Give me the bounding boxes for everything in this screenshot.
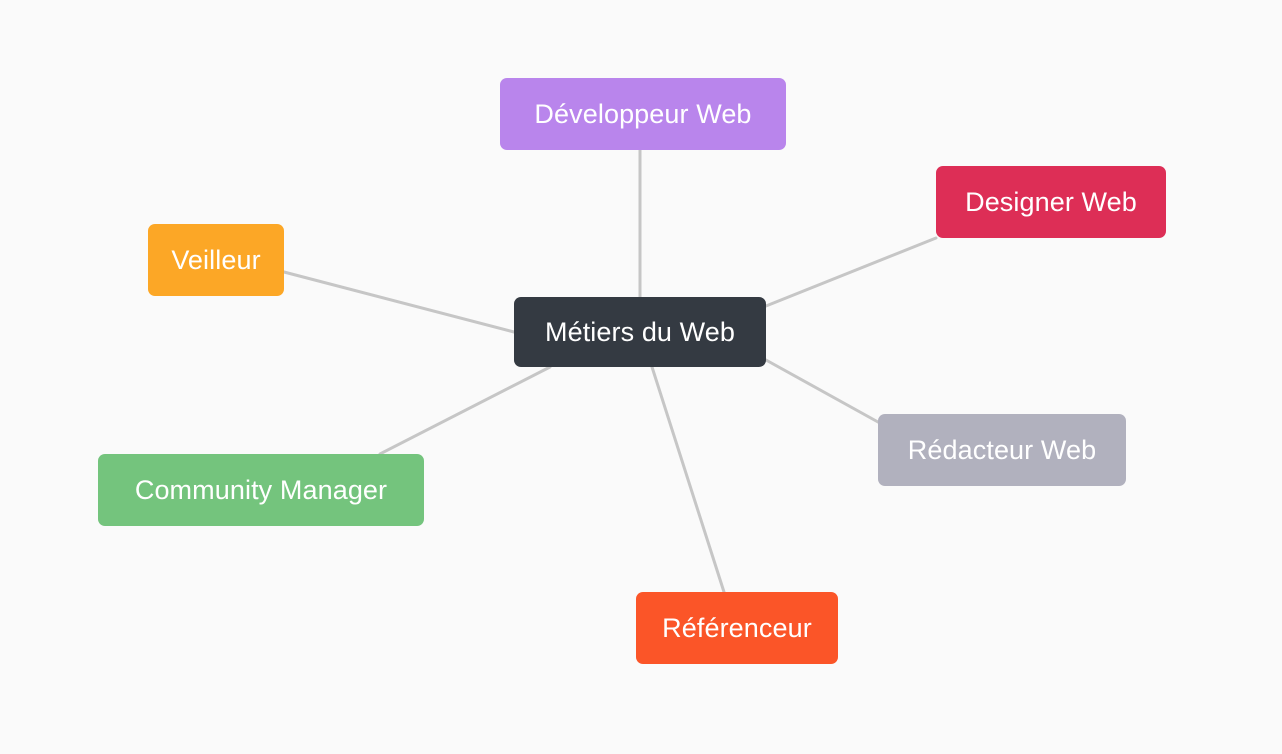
edge-group [282,148,938,594]
mindmap-node-designer-web[interactable]: Designer Web [936,166,1166,238]
mindmap-root-node-label: Métiers du Web [545,316,735,347]
mindmap-node-developpeur-web-label: Développeur Web [534,98,752,129]
mindmap-root-node[interactable]: Métiers du Web [514,297,766,367]
edge-root-to-veilleur [282,270,516,334]
mindmap-node-community-manager-label: Community Manager [134,474,388,505]
mindmap-node-community-manager[interactable]: Community Manager [98,454,424,526]
mindmap-node-redacteur-web[interactable]: Rédacteur Web [878,414,1126,486]
mindmap-node-referenceur-label: Référenceur [662,612,812,643]
mindmap-node-developpeur-web[interactable]: Développeur Web [500,78,786,150]
mindmap-node-veilleur-label: Veilleur [171,244,261,275]
mindmap-node-redacteur-web-label: Rédacteur Web [907,434,1097,465]
edge-root-to-community-manager [378,365,552,456]
mindmap-node-designer-web-label: Designer Web [965,186,1137,217]
mindmap-node-veilleur[interactable]: Veilleur [148,224,284,296]
edge-root-to-designer-web [764,236,938,308]
edge-root-to-referenceur [650,365,726,594]
edge-root-to-redacteur-web [764,358,880,424]
mindmap-node-referenceur[interactable]: Référenceur [636,592,838,664]
